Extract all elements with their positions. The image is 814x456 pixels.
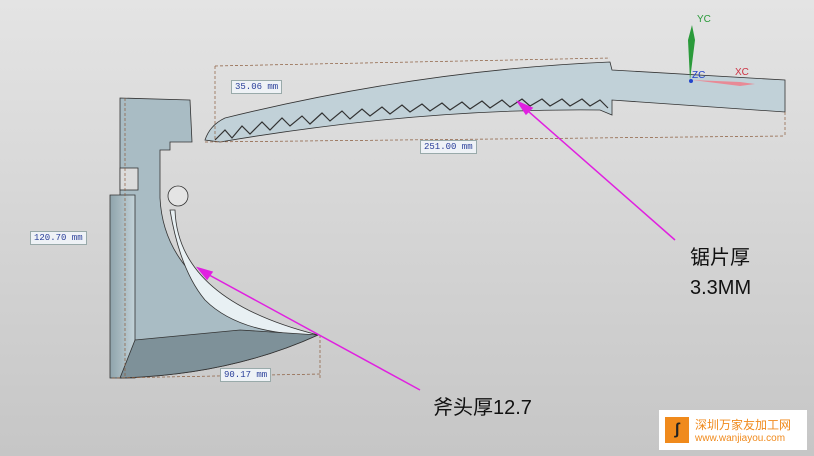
dimension-lines [111,57,786,379]
axe-head[interactable] [109,97,320,379]
xc-label: XC [735,67,749,78]
dim-blade-height[interactable]: 35.06 mm [231,80,283,94]
yc-label: YC [697,14,711,25]
zc-label: ZC [692,70,706,81]
axe-thickness-label: 斧头厚12.7 [433,397,532,419]
watermark-name: 深圳万家友加工网 [695,418,792,432]
saw-thickness-label: 锯片厚 [690,247,750,269]
logo-icon: ʃ [665,417,689,443]
watermark-url: www.wanjiayou.com [695,433,786,444]
dim-blade-length[interactable]: 251.00 mm [420,140,477,154]
annotation-arrows [195,100,676,391]
dim-head-width[interactable]: 90.17 mm [220,368,272,382]
coordinate-triad [688,25,755,86]
saw-thickness-value: 3.3MM [690,277,752,299]
watermark-logo: ʃ 深圳万家友加工网 www.wanjiayou.com [659,410,807,450]
saw-blade[interactable] [204,61,786,143]
dim-head-height[interactable]: 120.70 mm [30,231,87,245]
